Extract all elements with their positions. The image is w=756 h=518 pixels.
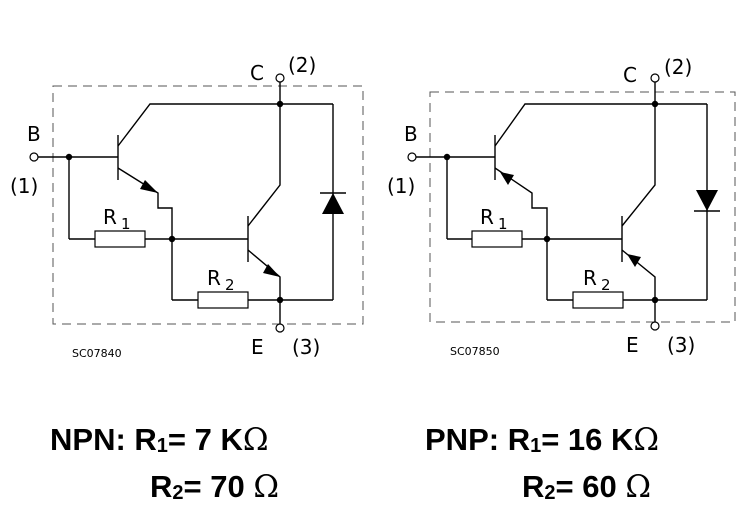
emitter-terminal	[650, 321, 660, 331]
resistor-r1	[471, 230, 523, 248]
q1-collector	[117, 103, 280, 147]
collector-pin-label: (2)	[288, 53, 316, 77]
r1-symbol: R	[134, 422, 157, 457]
base-terminal	[29, 152, 39, 162]
r1-label: R	[480, 205, 494, 229]
q1-emitter	[494, 167, 548, 300]
r1-symbol: R	[507, 422, 531, 457]
junction-dot	[276, 296, 284, 304]
diode-symbol	[696, 190, 718, 211]
r1-value: = 7 K	[167, 422, 243, 457]
r2-sub: 2	[172, 482, 184, 504]
r2-subscript: 2	[225, 276, 235, 294]
package-outline	[429, 91, 736, 323]
ohm-symbol: Ω	[633, 422, 660, 458]
junction-dot	[651, 100, 659, 108]
emitter-label: E	[251, 335, 264, 359]
q2-emitter	[247, 249, 281, 324]
q2-collector	[621, 104, 656, 227]
pnp-emitter-arrow	[627, 254, 641, 267]
ohm-symbol: Ω	[242, 422, 269, 458]
package-outline	[52, 85, 364, 325]
base-pin-label: (1)	[387, 174, 415, 198]
npn-type-label: NPN:	[50, 422, 126, 457]
r1-label: R	[103, 205, 117, 229]
npn-emitter-arrow	[263, 264, 280, 277]
collector-terminal	[275, 73, 285, 83]
npn-diagram: B (1) C (2) E (3) R 1 R 2 SC07840	[10, 53, 364, 360]
base-pin-label: (1)	[10, 174, 38, 198]
r2-sub: 2	[544, 482, 556, 504]
resistor-r1	[94, 230, 146, 248]
base-label: B	[404, 122, 418, 146]
collector-label: C	[623, 63, 637, 87]
resistor-r2	[197, 291, 249, 309]
collector-pin-label: (2)	[664, 55, 692, 79]
pnp-r1-spec: PNP: R1= 16 KΩ	[425, 424, 659, 456]
ohm-symbol: Ω	[625, 469, 652, 505]
base-terminal	[407, 152, 417, 162]
pnp-type-label: PNP:	[425, 422, 500, 457]
npn-r1-spec: NPN: R1= 7 KΩ	[50, 424, 269, 456]
r2-value: = 70	[183, 469, 245, 504]
pnp-emitter-arrow	[500, 172, 514, 185]
r1-subscript: 1	[121, 215, 131, 233]
diode-symbol	[322, 193, 344, 214]
pnp-diagram: B (1) C (2) E (3) R 1 R 2 SC07850	[387, 55, 736, 358]
r1-subscript: 1	[498, 215, 508, 233]
r2-label: R	[207, 266, 221, 290]
schematics: B (1) C (2) E (3) R 1 R 2 SC07840	[10, 53, 736, 360]
npn-r2-spec: R2= 70 Ω	[150, 471, 279, 503]
r1-sub: 1	[156, 435, 168, 457]
r1-value: = 16 K	[541, 422, 634, 457]
emitter-label: E	[626, 333, 639, 357]
npn-emitter-arrow	[140, 180, 158, 193]
r2-symbol: R	[150, 469, 173, 504]
ohm-symbol: Ω	[253, 469, 280, 505]
emitter-terminal	[275, 323, 285, 333]
collector-label: C	[250, 61, 264, 85]
base-label: B	[27, 122, 41, 146]
r2-subscript: 2	[601, 276, 611, 294]
drawing-code: SC07840	[72, 347, 122, 360]
emitter-pin-label: (3)	[292, 335, 320, 359]
q1-collector	[494, 103, 655, 147]
r2-value: = 60	[555, 469, 617, 504]
collector-terminal	[650, 73, 660, 83]
junction-dot	[651, 296, 659, 304]
r2-symbol: R	[522, 469, 545, 504]
r1-sub: 1	[530, 435, 542, 457]
resistor-r2	[572, 291, 624, 309]
drawing-code: SC07850	[450, 345, 500, 358]
r2-label: R	[583, 266, 597, 290]
q2-collector	[247, 104, 281, 227]
junction-dot	[276, 100, 284, 108]
pnp-r2-spec: R2= 60 Ω	[522, 471, 651, 503]
emitter-pin-label: (3)	[667, 333, 695, 357]
